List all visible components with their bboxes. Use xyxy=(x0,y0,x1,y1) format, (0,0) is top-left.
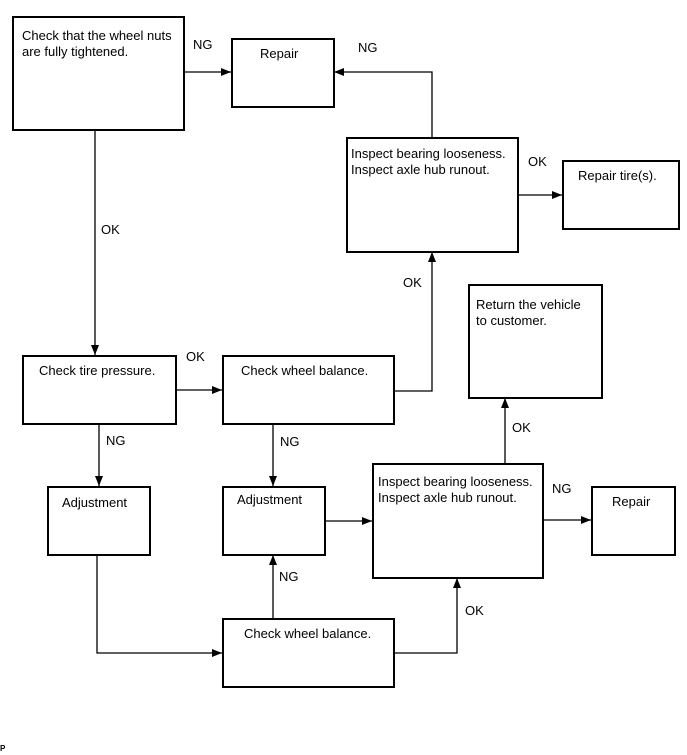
node-repair-top: Repair xyxy=(231,38,335,108)
node-text: Adjustment xyxy=(62,495,128,510)
edge-label-ok: OK xyxy=(101,222,120,237)
node-text: Inspect bearing looseness. Inspect axle … xyxy=(351,146,506,177)
node-text: Inspect bearing looseness. Inspect axle … xyxy=(378,474,533,505)
node-return-vehicle: Return the vehicle to customer. xyxy=(468,284,603,399)
node-text: Check wheel balance. xyxy=(244,626,372,641)
edge-label-ng: NG xyxy=(358,40,378,55)
edge-label-ng: NG xyxy=(280,434,300,449)
edge-adjust-left-to-balance2 xyxy=(96,555,222,657)
node-text: Repair tire(s). xyxy=(578,168,657,183)
edge-inspect-top-to-repair xyxy=(334,68,433,137)
node-inspect-bearing-bottom: Inspect bearing looseness. Inspect axle … xyxy=(372,463,544,579)
node-text: Repair xyxy=(260,46,299,61)
node-text: Check that the wheel nuts are fully tigh… xyxy=(22,28,172,59)
node-text: Adjustment xyxy=(237,492,303,507)
footer-mark: P xyxy=(0,744,6,753)
node-text: Return the vehicle to customer. xyxy=(476,297,581,328)
edge-label-ok: OK xyxy=(465,603,484,618)
edge-label-ng: NG xyxy=(193,37,213,52)
node-text: Repair xyxy=(612,494,651,509)
edge-label-ng: NG xyxy=(552,481,572,496)
edge-balance2-to-inspect-bottom xyxy=(394,578,461,654)
edge-label-ok: OK xyxy=(186,349,205,364)
edge-label-ok: OK xyxy=(512,420,531,435)
edge-label-ng: NG xyxy=(279,569,299,584)
edge-label-ok: OK xyxy=(403,275,422,290)
edge-label-ok: OK xyxy=(528,154,547,169)
node-inspect-bearing-top: Inspect bearing looseness. Inspect axle … xyxy=(346,137,519,253)
node-repair-tires: Repair tire(s). xyxy=(562,160,680,230)
node-check-wheel-balance-2: Check wheel balance. xyxy=(222,618,395,688)
node-adjustment-mid: Adjustment xyxy=(222,486,326,556)
edge-label-ng: NG xyxy=(106,433,126,448)
node-text: Check wheel balance. xyxy=(241,363,369,378)
edge-balance1-to-inspect-top xyxy=(394,252,436,392)
node-check-wheel-balance-1: Check wheel balance. xyxy=(222,355,395,425)
node-check-tire-pressure: Check tire pressure. xyxy=(22,355,177,425)
node-text: Check tire pressure. xyxy=(39,363,156,378)
node-repair-bottom: Repair xyxy=(591,486,676,556)
node-adjustment-left: Adjustment xyxy=(47,486,151,556)
node-check-wheel-nuts: Check that the wheel nuts are fully tigh… xyxy=(12,16,185,131)
